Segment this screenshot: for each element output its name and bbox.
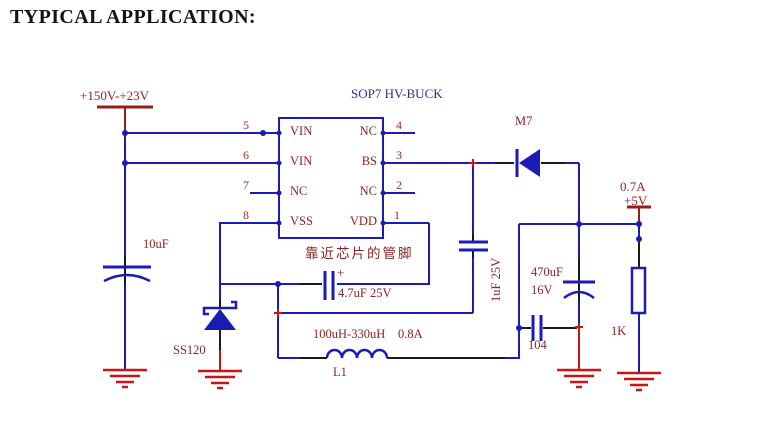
- load-resistor-label: 1K: [611, 324, 627, 338]
- pin-number-8: 8: [243, 208, 249, 222]
- inductor-symbol: [325, 348, 389, 359]
- inductor-range-label: 100uH-330uH: [313, 327, 386, 341]
- pin-label-vss: VSS: [290, 214, 313, 228]
- ground-symbol-resistor: [617, 371, 661, 392]
- pin-label-vdd: VDD: [349, 214, 377, 228]
- pin-label-vin-2: VIN: [290, 154, 313, 168]
- ground-symbol-output-cap: [557, 368, 601, 389]
- pin-number-1: 1: [394, 208, 400, 222]
- m7-diode-symbol: [515, 149, 540, 177]
- ground-symbol-input: [103, 368, 147, 389]
- vdd-cap-label: 4.7uF 25V: [338, 286, 392, 300]
- page-title: TYPICAL APPLICATION:: [10, 6, 256, 28]
- output-current-label: 0.7A: [620, 179, 646, 194]
- load-resistor-symbol: [630, 266, 647, 315]
- pin-number-7: 7: [243, 178, 249, 192]
- output-voltage-label: +5V: [624, 193, 648, 208]
- power-input-terminal: [97, 105, 153, 133]
- wires-red: [219, 327, 580, 371]
- junction-dots: [122, 130, 642, 331]
- junction-crosses: [274, 159, 583, 331]
- pin-label-vin-1: VIN: [290, 124, 313, 138]
- hf-cap-symbol: [531, 315, 543, 341]
- output-cap-label: 470uF: [531, 265, 563, 279]
- ic-title: SOP7 HV-BUCK: [351, 86, 443, 101]
- input-cap-symbol: [103, 265, 151, 283]
- freewheel-diode-symbol: [202, 300, 238, 330]
- input-voltage-label: +150V-+23V: [80, 88, 150, 103]
- pin-label-nc-right-1: NC: [359, 124, 377, 138]
- ground-symbol-diode: [198, 369, 242, 390]
- hf-cap-label: 104: [528, 338, 547, 352]
- pin-label-nc-left: NC: [290, 184, 308, 198]
- pin-number-4: 4: [396, 118, 402, 132]
- input-cap-label: 10uF: [143, 237, 169, 251]
- bootstrap-cap-symbol: [459, 240, 488, 252]
- ic-body: [278, 117, 384, 239]
- inductor-current-label: 0.8A: [398, 327, 423, 341]
- output-cap-symbol: [563, 280, 595, 300]
- vdd-cap-polarity: +: [337, 265, 345, 280]
- pin-number-6: 6: [243, 148, 249, 162]
- vdd-cap-symbol: [323, 271, 335, 300]
- bootstrap-cap-label: 1uF 25V: [489, 257, 504, 302]
- pin-number-5: 5: [243, 118, 249, 132]
- m7-diode-label: M7: [515, 114, 533, 128]
- output-cap-voltage-label: 16V: [531, 283, 553, 297]
- pin-number-3: 3: [396, 148, 402, 162]
- pin-number-2: 2: [396, 178, 402, 192]
- inductor-ref-label: L1: [333, 365, 347, 379]
- pin-label-bs: BS: [361, 154, 377, 168]
- pin-label-nc-right-2: NC: [359, 184, 377, 198]
- wires-blue: [124, 132, 640, 373]
- pcb-note-cn: 靠近芯片的管脚: [305, 246, 414, 261]
- freewheel-diode-label: SS120: [173, 343, 206, 357]
